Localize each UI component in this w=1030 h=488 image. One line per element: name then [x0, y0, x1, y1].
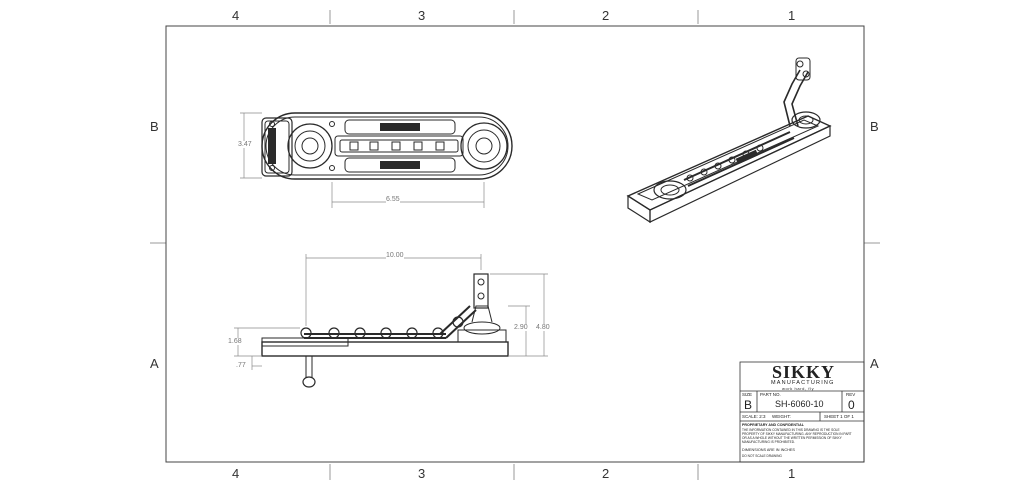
zone-col-top-1: 1 [788, 8, 796, 23]
zone-col-top-3: 3 [418, 8, 426, 23]
proprietary-line-1: THE INFORMATION CONTAINED IN THIS DRAWIN… [742, 428, 840, 432]
dim-side-length: 10.00 [386, 252, 404, 259]
zone-row-right-a: A [870, 356, 879, 371]
dim-side-base-height: 1.68 [228, 338, 242, 345]
company-sub-text: MANUFACTURING [771, 380, 835, 386]
zone-col-bottom-2: 2 [602, 466, 610, 481]
rev-value: 0 [848, 398, 855, 412]
proprietary-title: PROPRIETARY AND CONFIDENTIAL [742, 423, 804, 427]
iso-view [626, 57, 832, 224]
zone-row-left-a: A [150, 356, 159, 371]
weight-label: WEIGHT: [772, 414, 791, 419]
drawing-border [165, 25, 865, 463]
proprietary-line-2: PROPERTY OF SIKKY MANUFACTURING. ANY REP… [742, 432, 852, 436]
dim-side-offset: .77 [236, 362, 246, 369]
side-view [261, 273, 509, 388]
sheet-label: SHEET 1 OF 1 [824, 414, 854, 419]
proprietary-line-3: OR AS A WHOLE WITHOUT THE WRITTEN PERMIS… [742, 436, 842, 440]
company-logo-text: SIKKY [772, 362, 836, 382]
size-value: B [744, 398, 753, 412]
side-view-dims [234, 254, 548, 370]
rev-label: REV [846, 392, 856, 397]
zone-col-bottom-3: 3 [418, 466, 426, 481]
part-no-label: PART NO. [760, 392, 781, 397]
zone-row-left-b: B [150, 119, 159, 134]
zone-ticks [150, 10, 880, 480]
top-view [261, 112, 513, 180]
zone-col-top-4: 4 [232, 8, 240, 23]
company-tagline: work hard, fly [782, 386, 815, 391]
tolerance-note: DO NOT SCALE DRAWING [742, 454, 782, 458]
zone-col-top-2: 2 [602, 8, 610, 23]
dim-top-height: 3.47 [238, 141, 252, 148]
zone-col-bottom-4: 4 [232, 466, 240, 481]
dim-side-mid-height: 2.90 [514, 324, 528, 331]
dim-top-center: 6.55 [386, 196, 400, 203]
scale-label: SCALE: 2:3 [742, 414, 766, 419]
zone-col-bottom-1: 1 [788, 466, 796, 481]
top-view-dims [240, 112, 485, 208]
size-label: SIZE [742, 392, 753, 397]
part-no-value: SH-6060-10 [775, 399, 824, 409]
title-block-frame [739, 361, 865, 463]
dimensions-note: DIMENSIONS ARE IN INCHES [742, 448, 795, 452]
proprietary-line-4: MANUFACTURING IS PROHIBITED. [742, 440, 795, 444]
zone-row-right-b: B [870, 119, 879, 134]
dim-side-total-height: 4.80 [536, 324, 550, 331]
